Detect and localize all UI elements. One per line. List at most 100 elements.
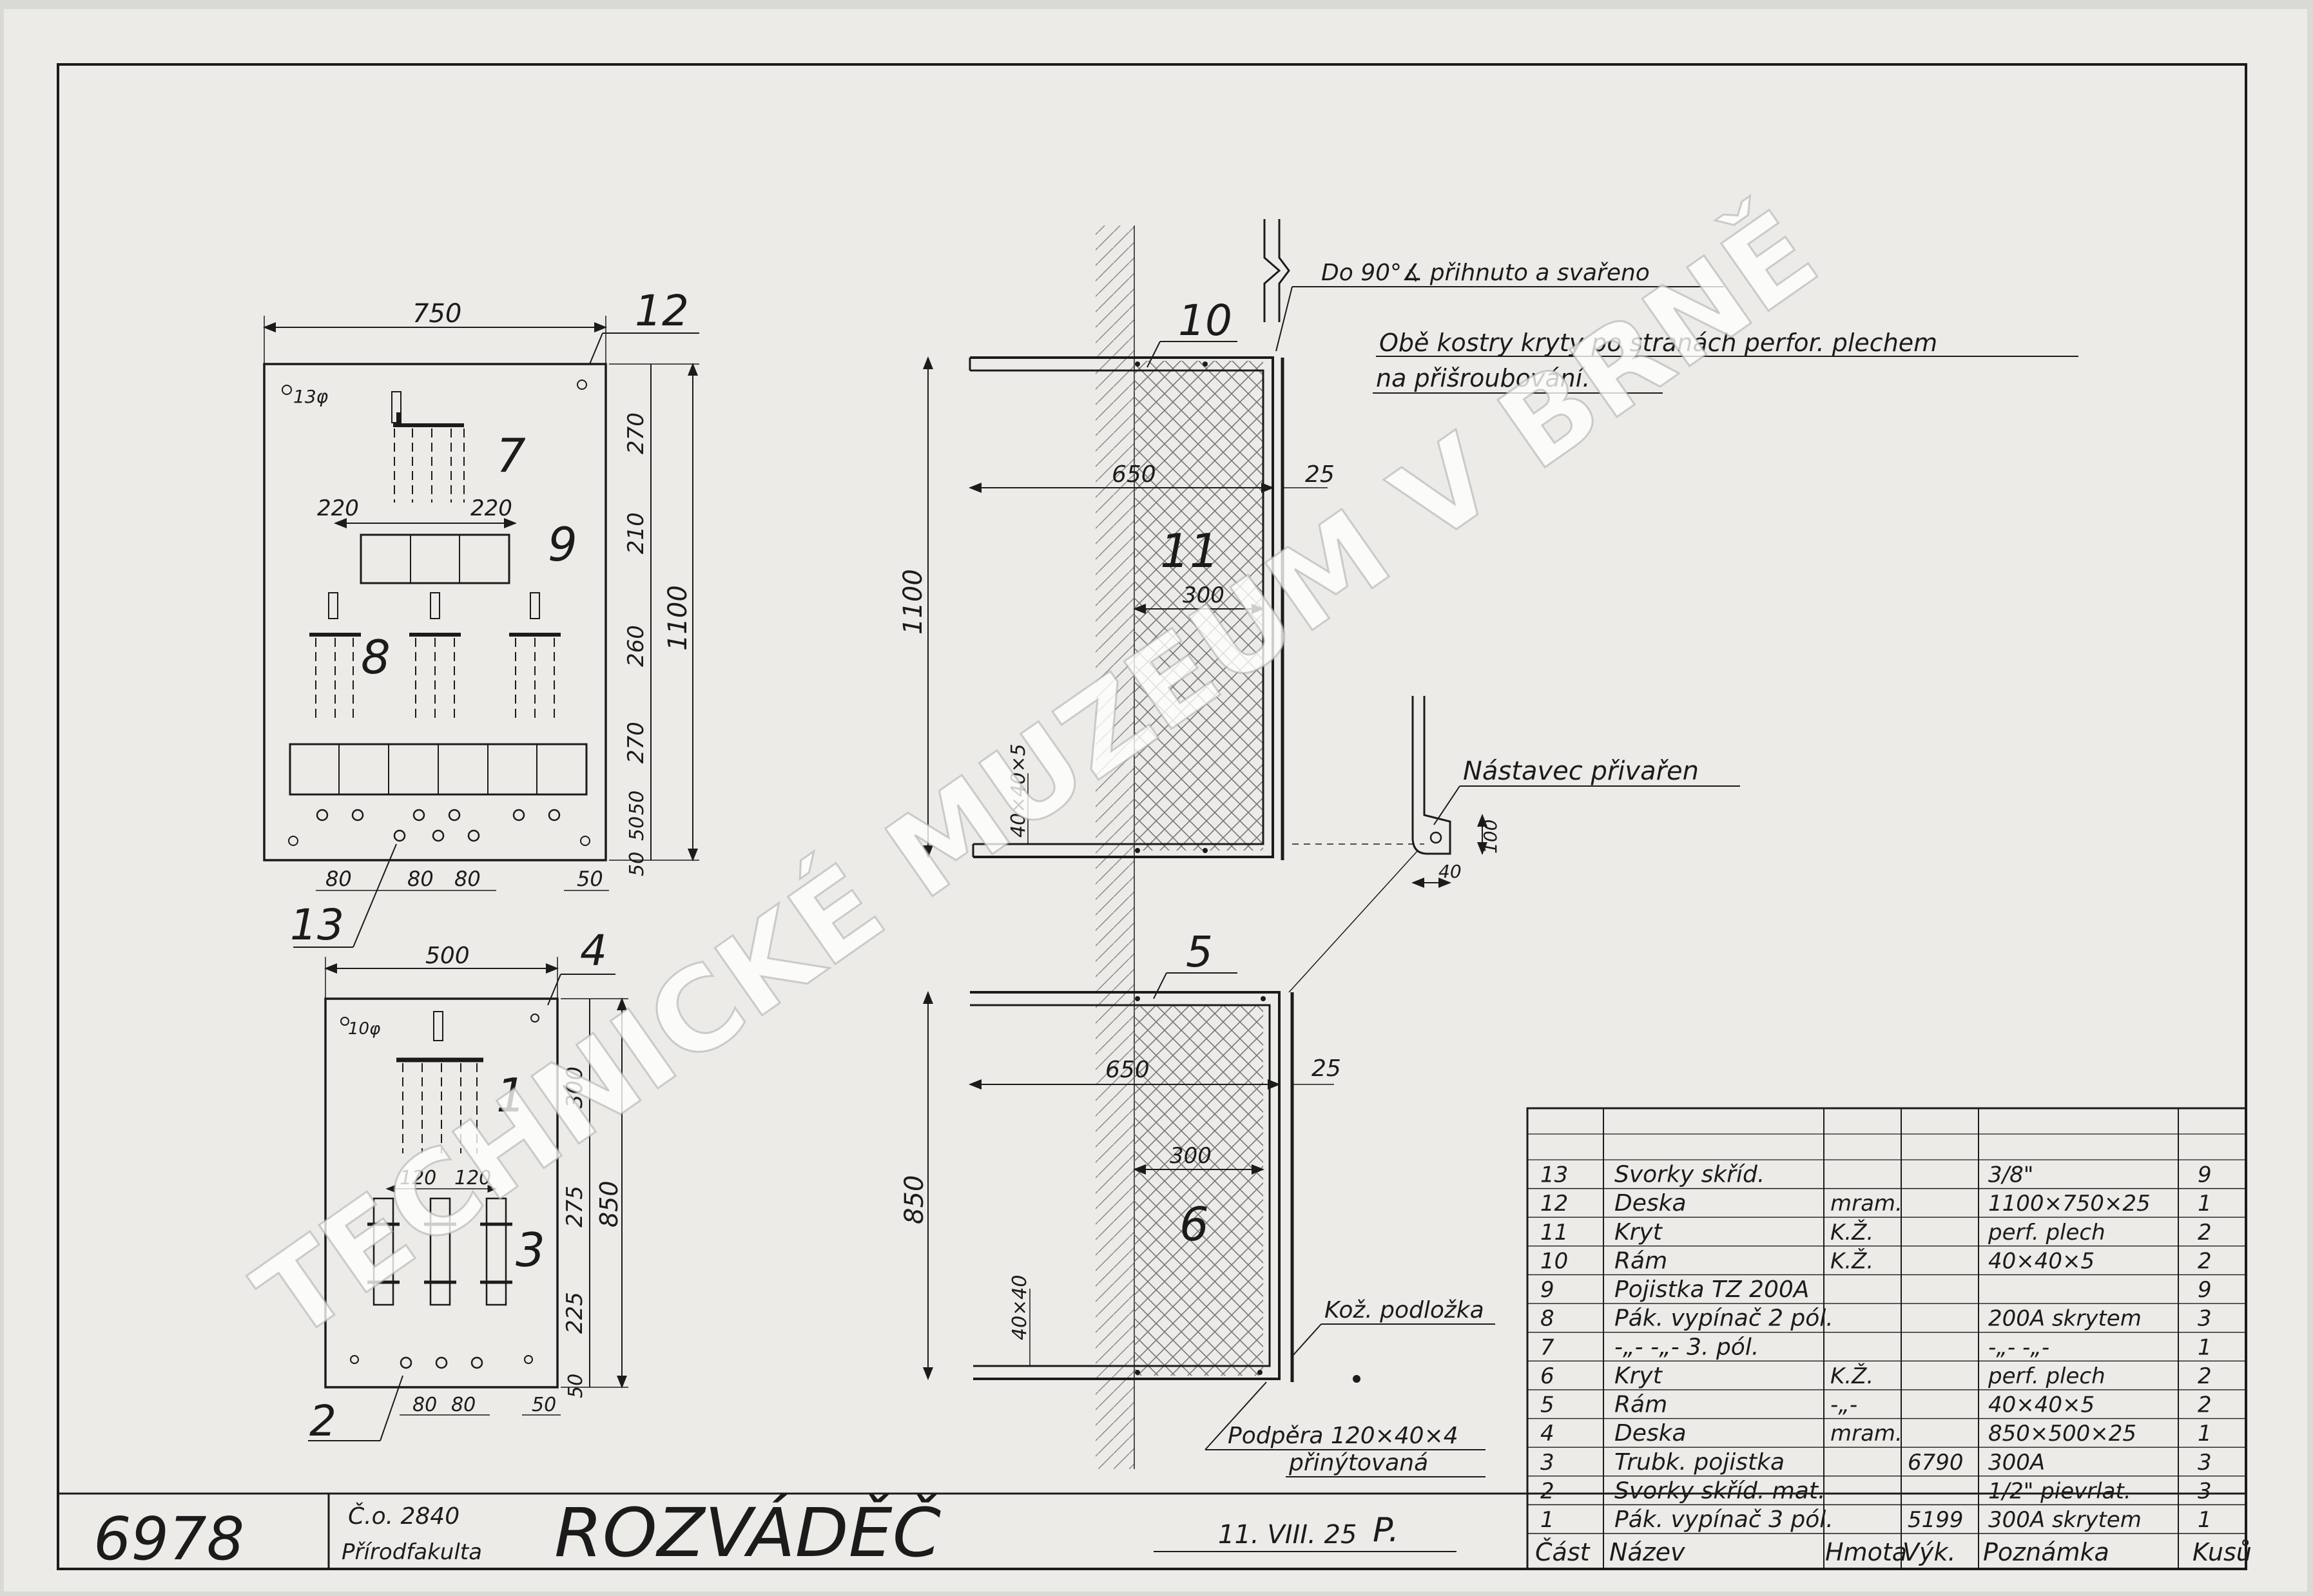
lower-inner: 300 xyxy=(1170,1143,1212,1169)
part-name: Kryt xyxy=(1614,1219,1663,1245)
big-panel-height: 1100 xyxy=(663,585,693,651)
part-number: 12 xyxy=(1540,1191,1568,1216)
switch-1 xyxy=(396,1011,483,1153)
dim-50-b: 50 xyxy=(626,816,648,841)
title-block: 6978 Č.o. 2840 Přírodfakulta ROZVÁDĚČ 11… xyxy=(58,1492,2246,1573)
part-note: 200A skrytem xyxy=(1988,1306,2142,1332)
bracket-dim-40: 40 xyxy=(1438,861,1462,882)
fuse-block-9 xyxy=(360,534,510,584)
note-support-1: Podpěra 120×40×4 xyxy=(1228,1423,1458,1449)
label-1: 1 xyxy=(496,1068,526,1122)
label-2: 2 xyxy=(309,1396,336,1446)
part-note: 3/8" xyxy=(1988,1162,2033,1188)
switch-7 xyxy=(391,391,465,503)
part-quantity: 2 xyxy=(2198,1392,2212,1418)
part-name: -„- -„- 3. pól. xyxy=(1614,1334,1759,1360)
small-panel-hole: 10φ xyxy=(348,1019,380,1039)
lower-angle: 40×40 xyxy=(1009,1275,1031,1340)
dim-270-bottom: 270 xyxy=(623,722,649,764)
part-material: -„- xyxy=(1830,1392,1857,1418)
dim-80-small-a: 80 xyxy=(412,1394,437,1416)
part-number: 5 xyxy=(1540,1392,1554,1418)
part-quantity: 3 xyxy=(2198,1450,2212,1476)
part-note: 1/2" pievrlat. xyxy=(1988,1478,2131,1504)
drawing-date: 11. VIII. 25 xyxy=(1218,1520,1357,1550)
table-header: Výk. xyxy=(1902,1538,1956,1566)
part-material: K.Ž. xyxy=(1830,1219,1873,1245)
leader-line xyxy=(589,332,603,365)
part-number: 13 xyxy=(1540,1162,1568,1188)
part-name: Svorky skříd. mat. xyxy=(1614,1477,1825,1504)
switches-8 xyxy=(309,592,561,718)
lower-frame-part: 5 xyxy=(1186,927,1213,977)
part-number: 9 xyxy=(1540,1277,1554,1303)
part-note: 850×500×25 xyxy=(1988,1421,2136,1447)
part-quantity: 1 xyxy=(2198,1507,2212,1533)
upper-frame-view: 1100 650 25 11 300 40×40×5 10 xyxy=(898,296,1335,860)
label-8: 8 xyxy=(361,630,391,684)
part-quantity: 9 xyxy=(2198,1277,2212,1303)
part-material: mram. xyxy=(1830,1421,1902,1447)
terminals-13 xyxy=(288,809,590,846)
part-note: 300A xyxy=(1988,1450,2045,1476)
upper-frame-part: 10 xyxy=(1178,296,1232,345)
part-quantity: 9 xyxy=(2198,1162,2212,1188)
part-name: Pák. vypínač 2 pól. xyxy=(1614,1305,1834,1332)
part-number: 4 xyxy=(1540,1421,1554,1447)
wall-section xyxy=(1096,226,1134,1469)
table-header: Hmota xyxy=(1825,1538,1907,1566)
part-note: -„- -„- xyxy=(1988,1334,2049,1360)
dim-80-a: 80 xyxy=(325,867,352,891)
cover-6 xyxy=(1134,1005,1263,1376)
dim-80-c: 80 xyxy=(454,867,481,891)
dim-80-b: 80 xyxy=(407,867,434,891)
part-number: 3 xyxy=(1540,1450,1554,1476)
label-7: 7 xyxy=(496,428,526,483)
part-quantity: 1 xyxy=(2198,1421,2212,1447)
bracket-detail: 100 40 xyxy=(1292,696,1501,888)
part-quantity: 3 xyxy=(2198,1478,2212,1504)
frame-border xyxy=(57,63,2247,1570)
dim-50-c: 50 xyxy=(626,852,648,876)
part-quantity: 1 xyxy=(2198,1191,2212,1216)
part-name: Pák. vypínač 3 pól. xyxy=(1614,1506,1834,1533)
part-name: Pojistka TZ 200A xyxy=(1614,1276,1809,1303)
lower-flange: 25 xyxy=(1311,1055,1341,1082)
leader-line xyxy=(547,974,561,1006)
dim-220-left: 220 xyxy=(317,495,359,521)
table-header: Poznámka xyxy=(1983,1538,2109,1566)
dim-80-small-b: 80 xyxy=(451,1394,476,1416)
part-number: 1 xyxy=(1540,1507,1554,1533)
big-panel-hole: 13φ xyxy=(293,386,329,407)
part-quantity: 2 xyxy=(2198,1248,2212,1274)
dim-300: 300 xyxy=(562,1066,588,1108)
upper-height: 1100 xyxy=(898,569,928,635)
note-bracket: Nástavec přivařen xyxy=(1463,756,1699,786)
part-note: perf. plech xyxy=(1988,1363,2105,1389)
dim-270-top: 270 xyxy=(623,412,649,454)
part-number: 11 xyxy=(1540,1220,1568,1245)
part-quantity: 1 xyxy=(2198,1334,2212,1360)
drawing-number: 6978 xyxy=(93,1505,244,1573)
dim-220-right: 220 xyxy=(470,495,512,521)
part-quantity: 2 xyxy=(2198,1363,2212,1389)
lower-cover-part: 6 xyxy=(1179,1197,1209,1251)
leader-line xyxy=(353,843,397,948)
small-panel-view: 500 4 10φ 1 120 120 xyxy=(308,926,628,1446)
part-name: Deska xyxy=(1614,1420,1687,1447)
lower-depth: 650 xyxy=(1105,1057,1150,1083)
note-leather: Kož. podložka xyxy=(1324,1297,1484,1323)
part-name: Svorky skříd. xyxy=(1614,1162,1765,1188)
fuses-3 xyxy=(367,1197,512,1306)
part-note: 40×40×5 xyxy=(1988,1248,2095,1274)
mounting-hole xyxy=(282,385,292,395)
signature: P. xyxy=(1373,1511,1399,1550)
dim-260: 260 xyxy=(623,625,649,667)
ref-number: Č.o. 2840 xyxy=(348,1503,460,1530)
part-quantity: 2 xyxy=(2198,1220,2212,1245)
upper-depth: 650 xyxy=(1112,461,1156,488)
part-name: Rám xyxy=(1614,1392,1667,1418)
table-header: Kusů xyxy=(2192,1538,2252,1566)
